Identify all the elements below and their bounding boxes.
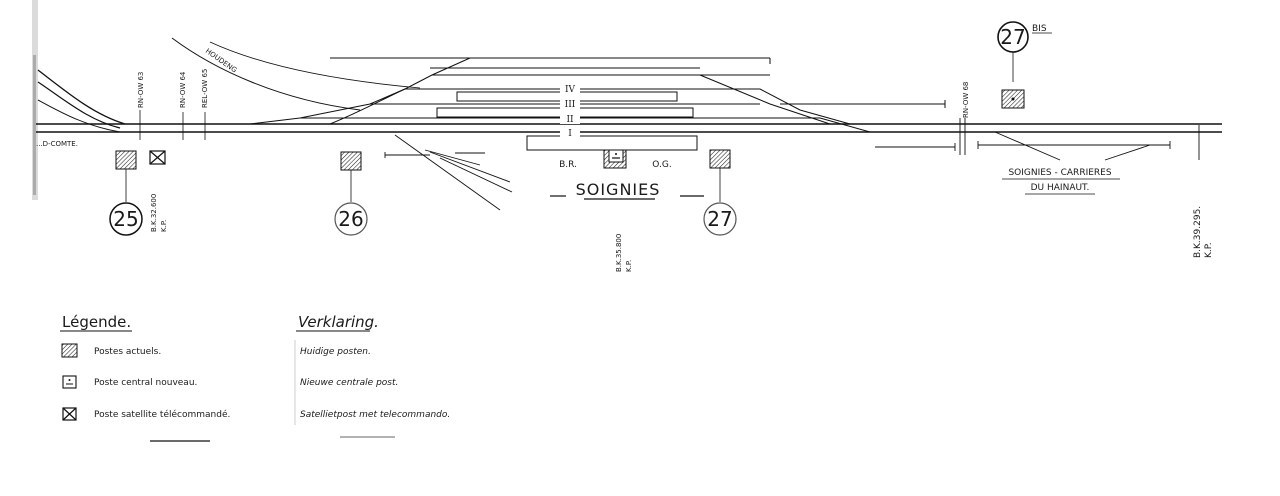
legend-title-nl: Verklaring.	[298, 313, 379, 331]
lower-sidings	[384, 134, 513, 211]
building-og: O.G.	[652, 160, 671, 170]
hatched-square-icon	[115, 150, 137, 170]
post-27-bis-number: 27	[1000, 25, 1025, 49]
post-26-number: 26	[338, 207, 363, 231]
quarry-line-label-1: SOIGNIES - CARRIERES	[1008, 168, 1111, 178]
satellite-post-icon	[149, 150, 166, 165]
track-label-i: I	[568, 129, 572, 139]
track-labels: IV III II I	[560, 84, 580, 139]
kp-label-station: K.P.	[625, 260, 633, 272]
legend-item-nl-3: Satellietpost met telecommando.	[300, 410, 450, 420]
legend-title-fr: Légende.	[62, 313, 131, 331]
quarry-sidings	[875, 118, 1200, 161]
legend-item-nl-2: Nieuwe centrale post.	[300, 378, 398, 388]
track-label-iv: IV	[565, 85, 576, 95]
track-label-iii: III	[565, 100, 576, 110]
km-post-label-2: B.K.39.295.	[1193, 206, 1203, 258]
boundary-label-65: REL-OW 65	[201, 69, 209, 108]
legend: Légende. Verklaring. Postes actuels. Hui…	[60, 313, 450, 442]
hatched-square-icon	[340, 151, 362, 171]
main-tracks	[36, 37, 1222, 133]
scan-edge	[32, 0, 38, 200]
satellite-post-icon	[62, 407, 77, 421]
boundary-markers	[139, 110, 206, 140]
building-br: B.R.	[559, 160, 577, 170]
post-27-bis-suffix: BIS	[1032, 24, 1047, 34]
post-25: 25	[109, 150, 143, 236]
kp-label-2: K.P.	[1204, 242, 1214, 258]
legend-item-fr-3: Poste satellite télécommandé.	[94, 409, 230, 420]
central-post-icon	[608, 149, 624, 163]
legend-item-fr-1: Postes actuels.	[94, 347, 161, 357]
track-label-ii: II	[566, 115, 574, 125]
km-post-label-1: B.K.32.600	[150, 194, 158, 232]
post-26: 26	[334, 151, 368, 236]
quarry-line-label-2: DU HAINAUT.	[1031, 183, 1090, 193]
legend-item-nl-1: Huidige posten.	[300, 347, 371, 357]
boundary-label-64: RN-OW 64	[179, 71, 187, 108]
post-27: 27	[703, 149, 737, 236]
kp-label-1: K.P.	[160, 220, 168, 232]
km-post-label-station: B.K.35.800	[615, 234, 623, 272]
boundary-label-68: RN-OW 68	[962, 82, 970, 118]
boundary-label-63: RN-OW 63	[137, 72, 145, 108]
central-post	[603, 149, 627, 169]
post-27-number: 27	[707, 207, 732, 231]
hatched-square-icon	[709, 149, 731, 169]
direction-label-left: ...D-COMTE.	[36, 140, 78, 148]
post-25-number: 25	[113, 207, 138, 231]
post-27-bis: 27 BIS	[997, 21, 1052, 109]
station-name: SOIGNIES	[576, 180, 661, 199]
legend-item-fr-2: Poste central nouveau.	[94, 378, 197, 388]
hatched-square-icon	[61, 343, 78, 358]
central-post-icon	[62, 375, 77, 389]
